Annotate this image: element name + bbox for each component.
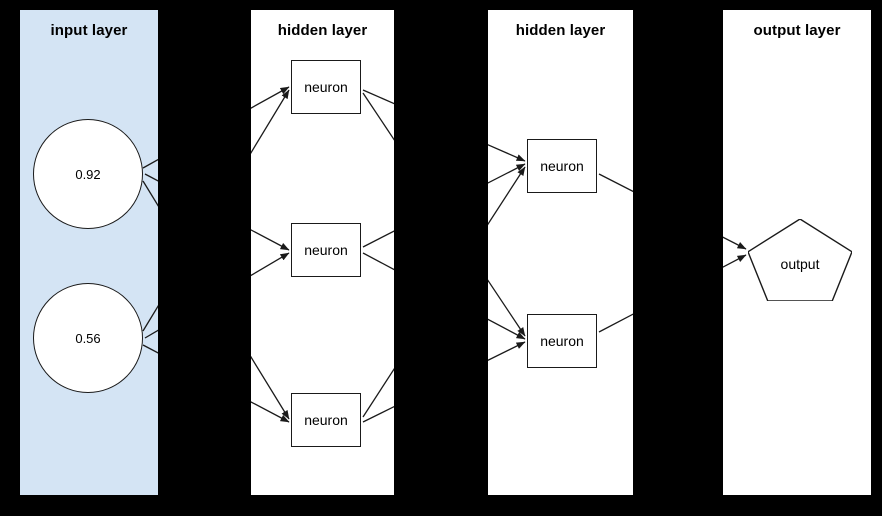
- layer-panel-input[interactable]: input layer: [20, 10, 158, 495]
- input-node-1[interactable]: 0.92: [33, 119, 143, 229]
- input-node-2-label: 0.56: [75, 330, 101, 346]
- hidden2-neuron-1-label: neuron: [540, 158, 584, 174]
- hidden1-neuron-3[interactable]: neuron: [291, 393, 361, 447]
- output-node[interactable]: output: [748, 219, 852, 301]
- hidden2-neuron-2[interactable]: neuron: [527, 314, 597, 368]
- hidden2-neuron-1[interactable]: neuron: [527, 139, 597, 193]
- hidden1-neuron-2-label: neuron: [304, 242, 348, 258]
- hidden1-neuron-3-label: neuron: [304, 412, 348, 428]
- pentagon-icon: [748, 219, 852, 301]
- layer-title-input: input layer: [50, 22, 128, 39]
- layer-panel-hidden2[interactable]: hidden layer: [488, 10, 633, 495]
- layer-title-output: output layer: [753, 22, 841, 39]
- hidden1-neuron-2[interactable]: neuron: [291, 223, 361, 277]
- layer-title-hidden1: hidden layer: [277, 22, 368, 39]
- hidden2-neuron-2-label: neuron: [540, 333, 584, 349]
- hidden1-neuron-1-label: neuron: [304, 79, 348, 95]
- input-node-2[interactable]: 0.56: [33, 283, 143, 393]
- layer-title-hidden2: hidden layer: [515, 22, 606, 39]
- hidden1-neuron-1[interactable]: neuron: [291, 60, 361, 114]
- output-node-label: output: [780, 256, 820, 272]
- input-node-1-label: 0.92: [75, 166, 101, 182]
